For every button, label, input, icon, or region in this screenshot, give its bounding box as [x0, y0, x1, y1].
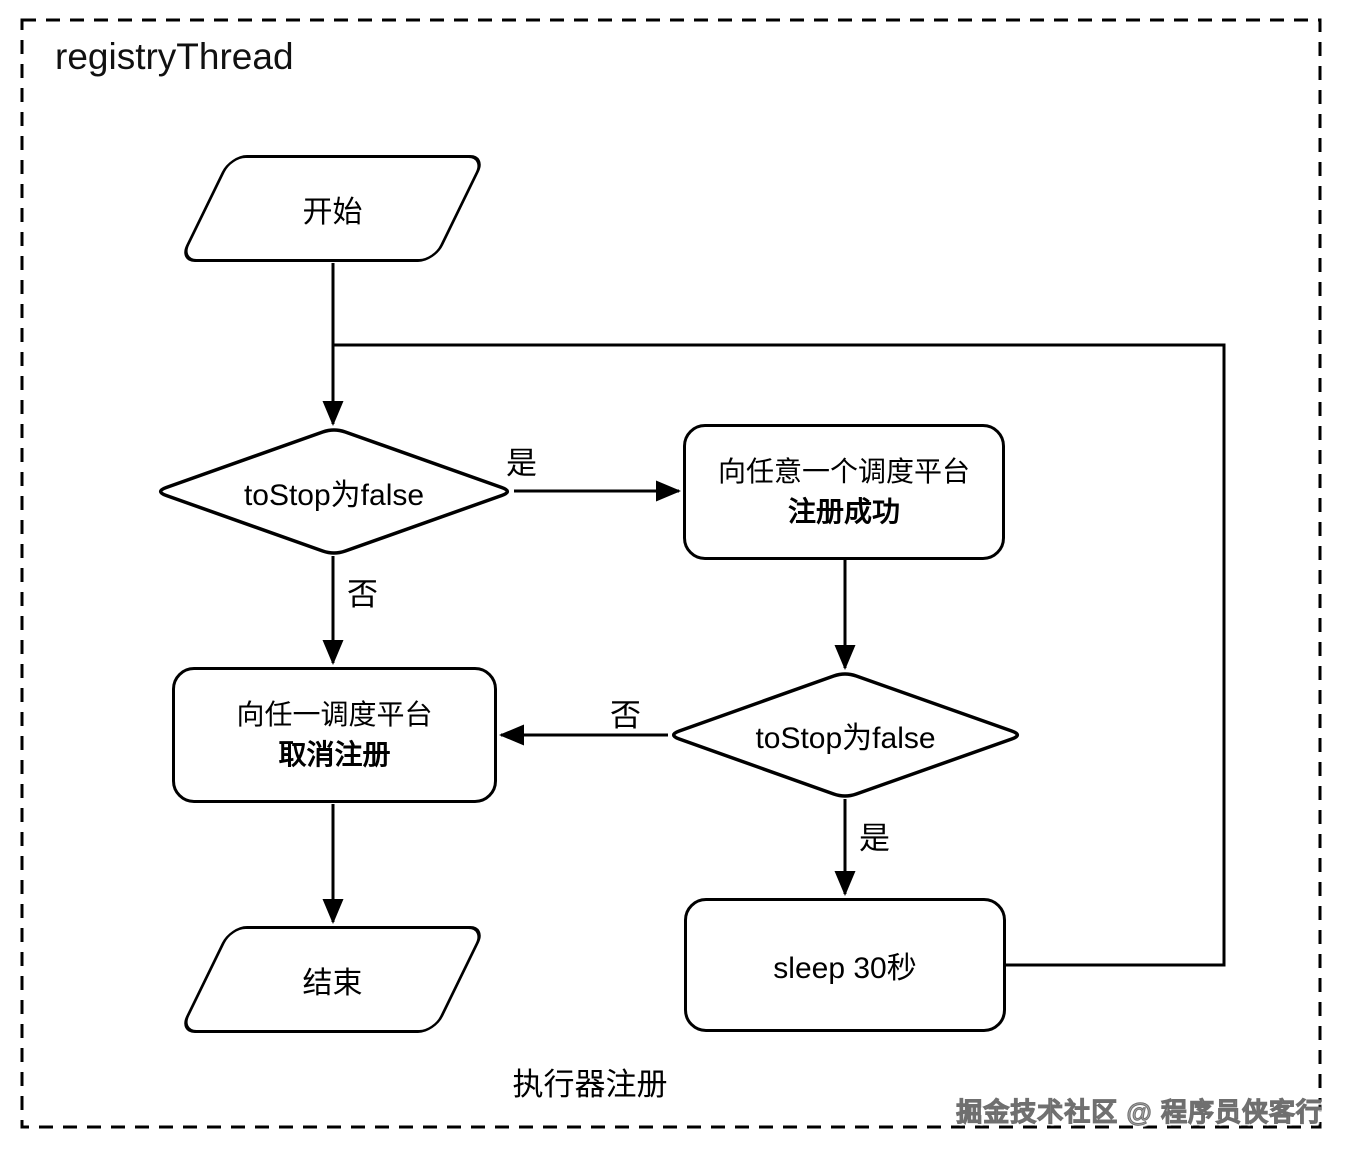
decision1-label: toStop为false — [243, 478, 425, 512]
edge-sleep-loopback — [334, 343, 1226, 967]
decision2-label: toStop为false — [755, 722, 936, 755]
end-node-label: 结束 — [302, 966, 363, 1000]
unregister-node-line1: 向任一调度平台 — [236, 699, 433, 730]
decision1-no-label: 否 — [347, 577, 378, 612]
start-node-label: 开始 — [302, 195, 363, 229]
register-node-line1: 向任意一个调度平台 — [717, 456, 970, 487]
decision1-diamond-shape — [158, 428, 510, 555]
diagram-caption: 执行器注册 — [512, 1067, 668, 1102]
register-node-line2: 注册成功 — [787, 496, 900, 527]
decision2-yes-label: 是 — [859, 821, 890, 856]
decision2-diamond-shape — [671, 672, 1020, 798]
diagram-title: registryThread — [55, 36, 294, 77]
sleep-node-label: sleep 30秒 — [773, 952, 917, 985]
unregister-node: 向任一调度平台 取消注册 — [172, 667, 497, 803]
unregister-node-line2: 取消注册 — [278, 739, 391, 770]
decision2-no-label: 否 — [610, 698, 641, 733]
watermark-text: 掘金技术社区 @ 程序员侠客行 — [956, 1097, 1323, 1128]
group-dashed-border — [20, 18, 1322, 1129]
register-node: 向任意一个调度平台 注册成功 — [683, 424, 1005, 560]
decision1-yes-label: 是 — [506, 446, 537, 481]
sleep-node: sleep 30秒 — [684, 898, 1006, 1032]
